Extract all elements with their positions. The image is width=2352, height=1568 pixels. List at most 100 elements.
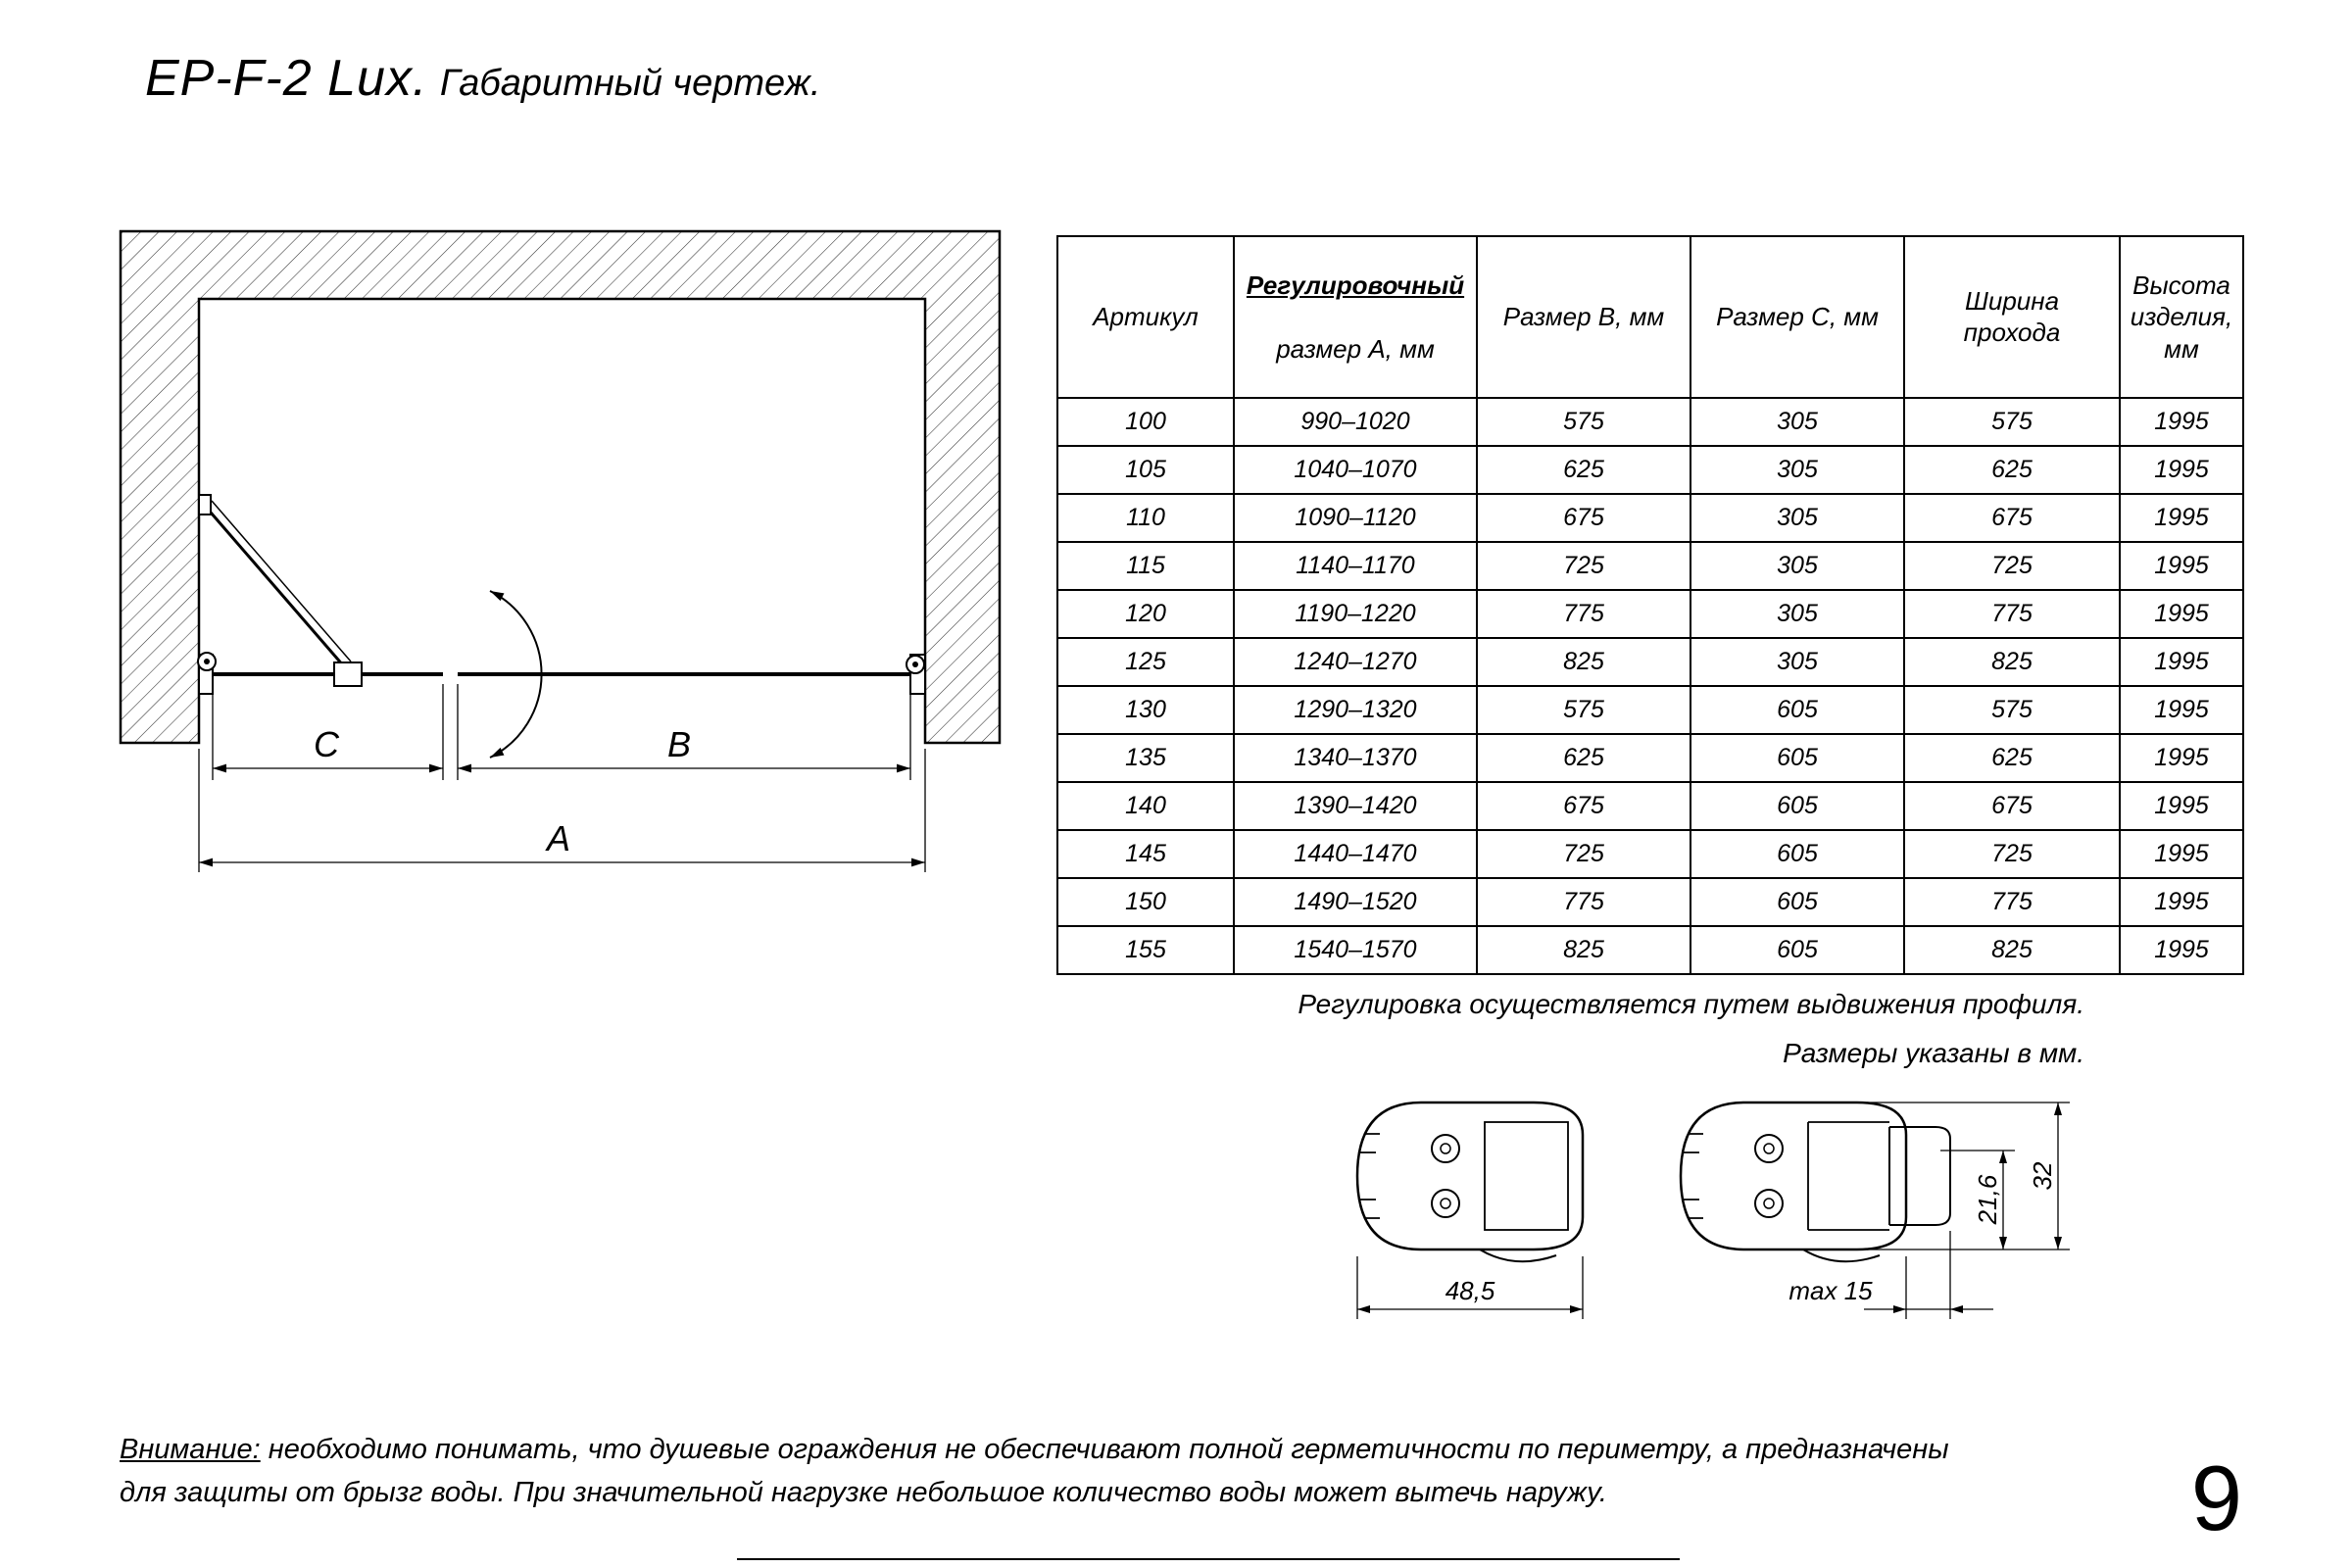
table-cell: 305 bbox=[1690, 492, 1905, 543]
table-cell: 625 bbox=[1903, 732, 2121, 783]
table-cell: 625 bbox=[1903, 444, 2121, 495]
shower-front bbox=[197, 494, 926, 759]
col-header-size-a-line1: Регулировочный bbox=[1246, 270, 1465, 300]
table-cell: 725 bbox=[1903, 828, 2121, 879]
table-header-row: Артикул Регулировочный размер A, мм Разм… bbox=[1056, 235, 2244, 399]
table-cell: 825 bbox=[1476, 636, 1691, 687]
table-cell: 1995 bbox=[2119, 492, 2244, 543]
table-cell: 1995 bbox=[2119, 636, 2244, 687]
dim-inner-height-label: 21,6 bbox=[1973, 1174, 2002, 1225]
table-cell: 775 bbox=[1476, 876, 1691, 927]
table-cell: 1040–1070 bbox=[1233, 444, 1478, 495]
dim-a-label: A bbox=[545, 818, 570, 858]
support-brace-edge bbox=[211, 500, 352, 662]
col-header-size-b: Размер B, мм bbox=[1476, 235, 1691, 399]
note-line-2: Размеры указаны в мм. bbox=[1783, 1038, 2084, 1069]
col-header-size-a-line2: размер A, мм bbox=[1276, 333, 1435, 364]
table-cell: 575 bbox=[1476, 684, 1691, 735]
dim-max-label: max 15 bbox=[1788, 1276, 1873, 1305]
table-cell: 100 bbox=[1056, 396, 1235, 447]
table-cell: 605 bbox=[1690, 876, 1905, 927]
table-cell: 130 bbox=[1056, 684, 1235, 735]
table-cell: 1090–1120 bbox=[1233, 492, 1478, 543]
dimension-lines bbox=[198, 684, 926, 872]
center-bracket bbox=[333, 662, 363, 687]
note-line-1: Регулировка осуществляется путем выдвиже… bbox=[1298, 989, 2084, 1019]
dim-width-label: 48,5 bbox=[1446, 1276, 1495, 1305]
table-cell: 605 bbox=[1690, 780, 1905, 831]
table-cell: 1995 bbox=[2119, 444, 2244, 495]
table-cell: 1995 bbox=[2119, 396, 2244, 447]
table-cell: 1995 bbox=[2119, 588, 2244, 639]
table-cell: 305 bbox=[1690, 396, 1905, 447]
warning-line-2: для защиты от брызг воды. При значительн… bbox=[120, 1476, 1607, 1508]
page-number: 9 bbox=[2190, 1446, 2242, 1549]
dimension-table: Артикул Регулировочный размер A, мм Разм… bbox=[1056, 235, 2244, 975]
dim-c-label: C bbox=[314, 724, 340, 764]
warning-note: Внимание: необходимо понимать, что душев… bbox=[120, 1429, 2040, 1514]
profile-dimension-lines bbox=[1356, 1102, 2070, 1319]
dim-b-label: B bbox=[667, 724, 691, 764]
col-header-product-height: Высота изделия, мм bbox=[2119, 235, 2244, 399]
table-cell: 1440–1470 bbox=[1233, 828, 1478, 879]
installation-drawing: C B A bbox=[119, 229, 1002, 872]
page-title-subtitle: Габаритный чертеж. bbox=[439, 63, 821, 104]
table-cell: 1240–1270 bbox=[1233, 636, 1478, 687]
table-cell: 1290–1320 bbox=[1233, 684, 1478, 735]
col-header-size-a: Регулировочный размер A, мм bbox=[1233, 235, 1478, 399]
table-cell: 110 bbox=[1056, 492, 1235, 543]
table-cell: 675 bbox=[1476, 492, 1691, 543]
table-cell: 305 bbox=[1690, 636, 1905, 687]
table-cell: 605 bbox=[1690, 732, 1905, 783]
col-header-size-c: Размер C, мм bbox=[1690, 235, 1905, 399]
table-cell: 825 bbox=[1903, 924, 2121, 975]
table-cell: 125 bbox=[1056, 636, 1235, 687]
dim-outer-height-label: 32 bbox=[2028, 1161, 2057, 1190]
table-cell: 145 bbox=[1056, 828, 1235, 879]
table-cell: 605 bbox=[1690, 684, 1905, 735]
profile-cross-sections: 48,5 max 15 21,6 32 bbox=[1355, 1101, 2070, 1319]
table-cell: 725 bbox=[1903, 540, 2121, 591]
table-cell: 115 bbox=[1056, 540, 1235, 591]
col-header-artikul: Артикул bbox=[1056, 235, 1235, 399]
table-cell: 625 bbox=[1476, 732, 1691, 783]
table-cell: 825 bbox=[1903, 636, 2121, 687]
support-brace bbox=[203, 505, 346, 667]
table-cell: 775 bbox=[1903, 588, 2121, 639]
table-cell: 725 bbox=[1476, 540, 1691, 591]
page-title: EP-F-2 Lux. Габаритный чертеж. bbox=[145, 49, 820, 108]
table-cell: 605 bbox=[1690, 924, 1905, 975]
table-cell: 1190–1220 bbox=[1233, 588, 1478, 639]
left-bracket-pin bbox=[204, 659, 210, 664]
table-cell: 140 bbox=[1056, 780, 1235, 831]
table-cell: 725 bbox=[1476, 828, 1691, 879]
table-cell: 775 bbox=[1476, 588, 1691, 639]
table-cell: 1995 bbox=[2119, 780, 2244, 831]
table-cell: 605 bbox=[1690, 828, 1905, 879]
table-cell: 1490–1520 bbox=[1233, 876, 1478, 927]
table-cell: 1540–1570 bbox=[1233, 924, 1478, 975]
table-cell: 155 bbox=[1056, 924, 1235, 975]
right-bracket-pin bbox=[912, 662, 918, 667]
table-cell: 305 bbox=[1690, 540, 1905, 591]
table-cell: 775 bbox=[1903, 876, 2121, 927]
table-cell: 1340–1370 bbox=[1233, 732, 1478, 783]
table-cell: 1995 bbox=[2119, 924, 2244, 975]
table-cell: 1995 bbox=[2119, 828, 2244, 879]
brace-wall-mount bbox=[198, 494, 212, 515]
page-title-model: EP-F-2 Lux. bbox=[145, 50, 428, 107]
table-cell: 305 bbox=[1690, 588, 1905, 639]
table-cell: 1995 bbox=[2119, 876, 2244, 927]
col-header-passage-width: Ширина прохода bbox=[1903, 235, 2121, 399]
